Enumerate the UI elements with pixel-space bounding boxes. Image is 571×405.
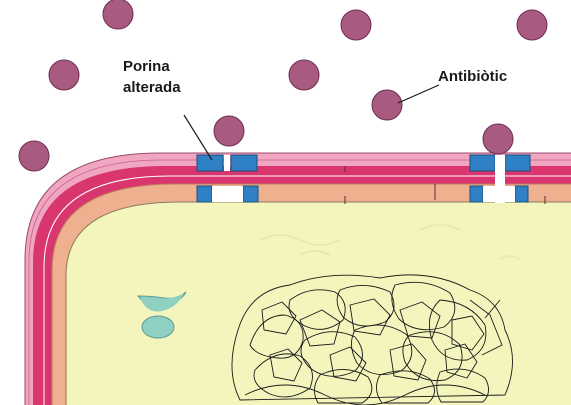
porin-block [515,186,528,202]
antibiotic-icon [483,124,513,154]
porin-label: Porina alterada [123,56,181,98]
antibiotic-icon [19,141,49,171]
cytoplasm [66,202,571,405]
porin-label-line1: Porina [123,56,181,77]
antibiotic-icon [517,10,547,40]
antibiotic-icon [49,60,79,90]
antibiotic-icon [372,90,402,120]
porin-block [505,155,530,171]
porin-block [231,155,257,171]
porin-label-line2: alterada [123,77,181,98]
antibiotic-label: Antibiòtic [438,66,507,87]
porin-block [243,186,258,202]
antibiotic-icon [103,0,133,29]
porin-block [197,186,212,202]
antibiotic-leader-line [398,85,439,103]
antibiotic-icon [214,116,244,146]
porin-block [470,155,495,171]
antibiotic-icon [341,10,371,40]
antibiotic-icon [289,60,319,90]
porin-block [470,186,483,202]
